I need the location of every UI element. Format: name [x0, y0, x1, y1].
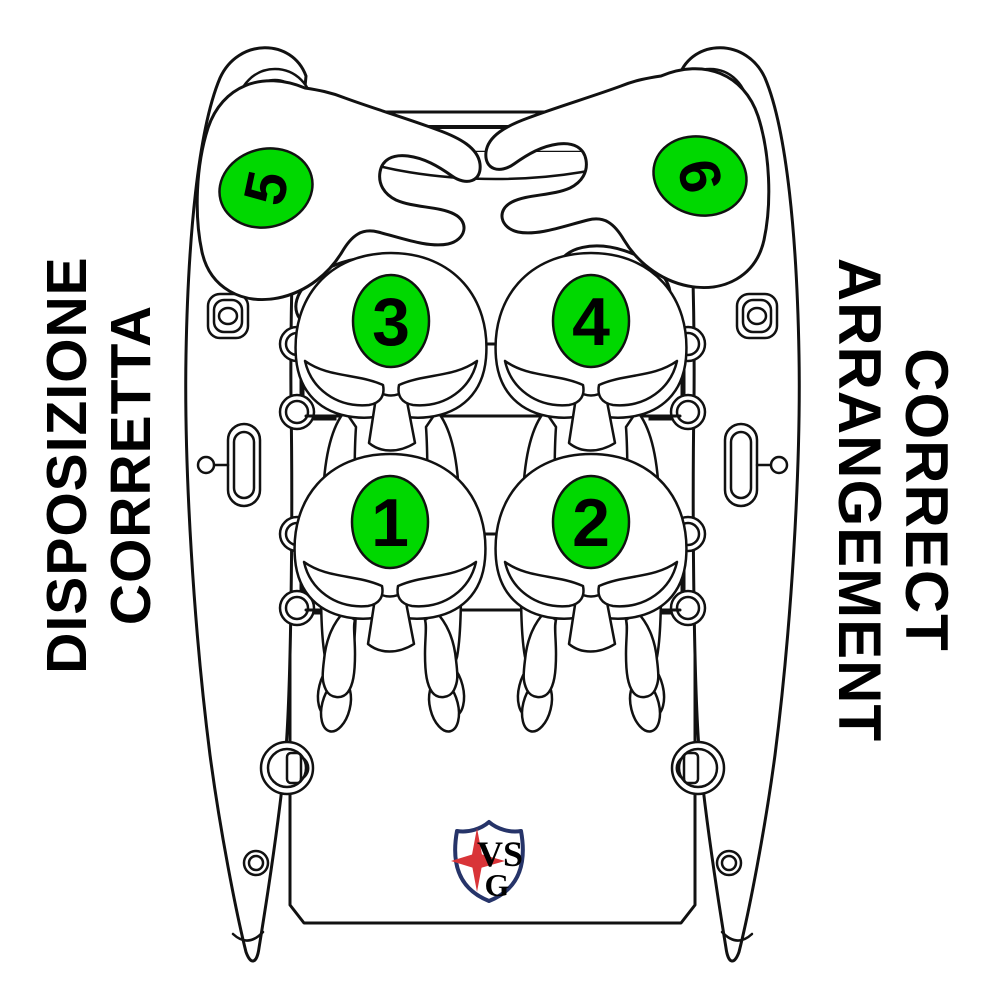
person-4-figure: 4 [494, 251, 688, 722]
person-6-figure: 6 [484, 67, 771, 335]
person-4-number: 4 [572, 284, 610, 360]
person-3-number: 3 [372, 284, 410, 360]
person-2-figure: 2 [494, 452, 688, 736]
vsg-shield-logo: VS G [451, 820, 525, 903]
person-3-marker [351, 273, 431, 369]
person-4-marker [551, 273, 631, 369]
person-2-marker [551, 474, 631, 570]
person-1-figure: 1 [293, 452, 487, 736]
person-2-number: 2 [572, 485, 610, 561]
cross-horizontal-icon [451, 853, 505, 869]
person-6-marker [652, 135, 748, 217]
person-3-figure: 3 [294, 251, 488, 722]
person-5-marker [218, 147, 314, 229]
logo-monogram-vs: VS [477, 834, 523, 874]
person-1-number: 1 [371, 485, 409, 561]
person-1-marker [350, 474, 430, 570]
person-5-figure: 5 [195, 79, 482, 347]
logo-monogram-g: G [485, 867, 510, 903]
